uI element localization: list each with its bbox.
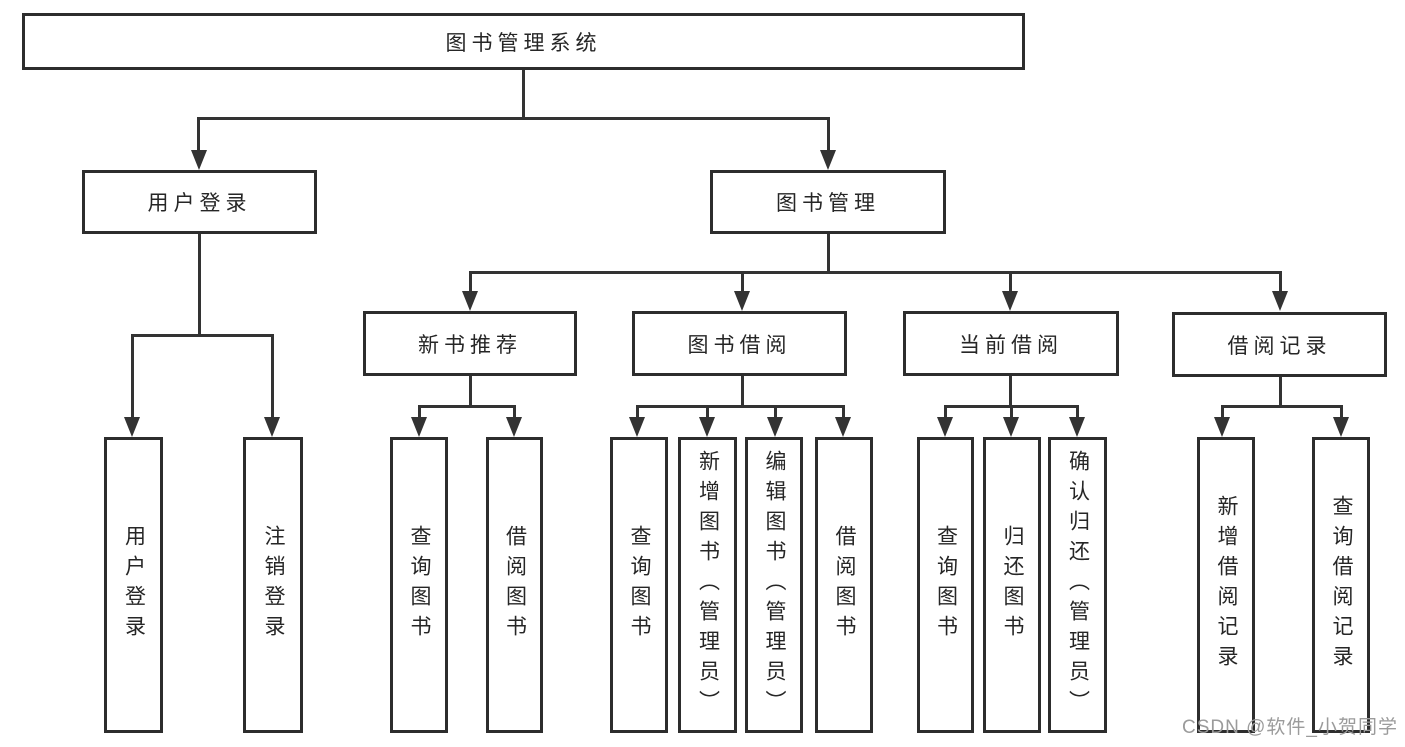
leaf-query-books: 查询图书 xyxy=(390,437,448,733)
arrow-down-icon xyxy=(1333,417,1349,437)
arrow-down-icon xyxy=(506,417,522,437)
node-book-borrowing: 图书借阅 xyxy=(632,311,847,376)
arrow-down-icon xyxy=(264,417,280,437)
connector-line xyxy=(469,271,1282,274)
node-new-book-recommendation: 新书推荐 xyxy=(363,311,577,376)
connector-line xyxy=(774,405,777,419)
connector-line xyxy=(1009,376,1012,407)
connector-line xyxy=(842,405,845,419)
connector-line xyxy=(636,405,639,419)
connector-line xyxy=(522,70,525,119)
connector-line xyxy=(418,405,421,419)
connector-line xyxy=(131,334,134,418)
node-book-management: 图书管理 xyxy=(710,170,946,234)
connector-line xyxy=(636,405,845,408)
node-user-login: 用户登录 xyxy=(82,170,317,234)
leaf-query-books: 查询图书 xyxy=(917,437,974,733)
connector-line xyxy=(197,117,830,120)
arrow-down-icon xyxy=(629,417,645,437)
arrow-down-icon xyxy=(1002,291,1018,311)
arrow-down-icon xyxy=(1069,417,1085,437)
leaf-borrow-books: 借阅图书 xyxy=(815,437,873,733)
connector-line xyxy=(1279,271,1282,291)
leaf-confirm-return-admin: 确认归还（管理员） xyxy=(1048,437,1107,733)
connector-line xyxy=(944,405,947,419)
connector-line xyxy=(827,234,830,273)
arrow-down-icon xyxy=(1272,291,1288,311)
leaf-user-login: 用户登录 xyxy=(104,437,163,733)
node-library-management-system: 图书管理系统 xyxy=(22,13,1025,70)
arrow-down-icon xyxy=(124,417,140,437)
connector-line xyxy=(1279,377,1282,407)
watermark: CSDN @软件_小贺同学 xyxy=(1182,717,1398,738)
arrow-down-icon xyxy=(411,417,427,437)
connector-line xyxy=(418,405,516,408)
leaf-logout: 注销登录 xyxy=(243,437,303,733)
connector-line xyxy=(1340,405,1343,419)
connector-line xyxy=(1221,405,1343,408)
leaf-return-books: 归还图书 xyxy=(983,437,1041,733)
connector-line xyxy=(271,334,274,418)
leaf-add-borrow-record: 新增借阅记录 xyxy=(1197,437,1255,733)
arrow-down-icon xyxy=(734,291,750,311)
arrow-down-icon xyxy=(1003,417,1019,437)
connector-line xyxy=(1009,271,1012,291)
arrow-down-icon xyxy=(820,150,836,170)
arrow-down-icon xyxy=(767,417,783,437)
connector-line xyxy=(827,117,830,153)
connector-line xyxy=(1010,405,1013,419)
arrow-down-icon xyxy=(462,291,478,311)
connector-line xyxy=(131,334,274,337)
leaf-query-books: 查询图书 xyxy=(610,437,668,733)
connector-line xyxy=(741,376,744,407)
arrow-down-icon xyxy=(835,417,851,437)
connector-line xyxy=(198,234,201,335)
arrow-down-icon xyxy=(699,417,715,437)
connector-line xyxy=(513,405,516,419)
leaf-borrow-books: 借阅图书 xyxy=(486,437,543,733)
connector-line xyxy=(741,271,744,291)
arrow-down-icon xyxy=(191,150,207,170)
leaf-edit-books-admin: 编辑图书（管理员） xyxy=(745,437,803,733)
connector-line xyxy=(1076,405,1079,419)
arrow-down-icon xyxy=(1214,417,1230,437)
leaf-query-borrow-record: 查询借阅记录 xyxy=(1312,437,1370,733)
arrow-down-icon xyxy=(937,417,953,437)
connector-line xyxy=(469,376,472,407)
node-current-borrowing: 当前借阅 xyxy=(903,311,1119,376)
connector-line xyxy=(706,405,709,419)
connector-line xyxy=(469,271,472,291)
leaf-add-books-admin: 新增图书（管理员） xyxy=(678,437,737,733)
node-borrowing-records: 借阅记录 xyxy=(1172,312,1387,377)
connector-line xyxy=(1221,405,1224,419)
connector-line xyxy=(197,117,200,153)
